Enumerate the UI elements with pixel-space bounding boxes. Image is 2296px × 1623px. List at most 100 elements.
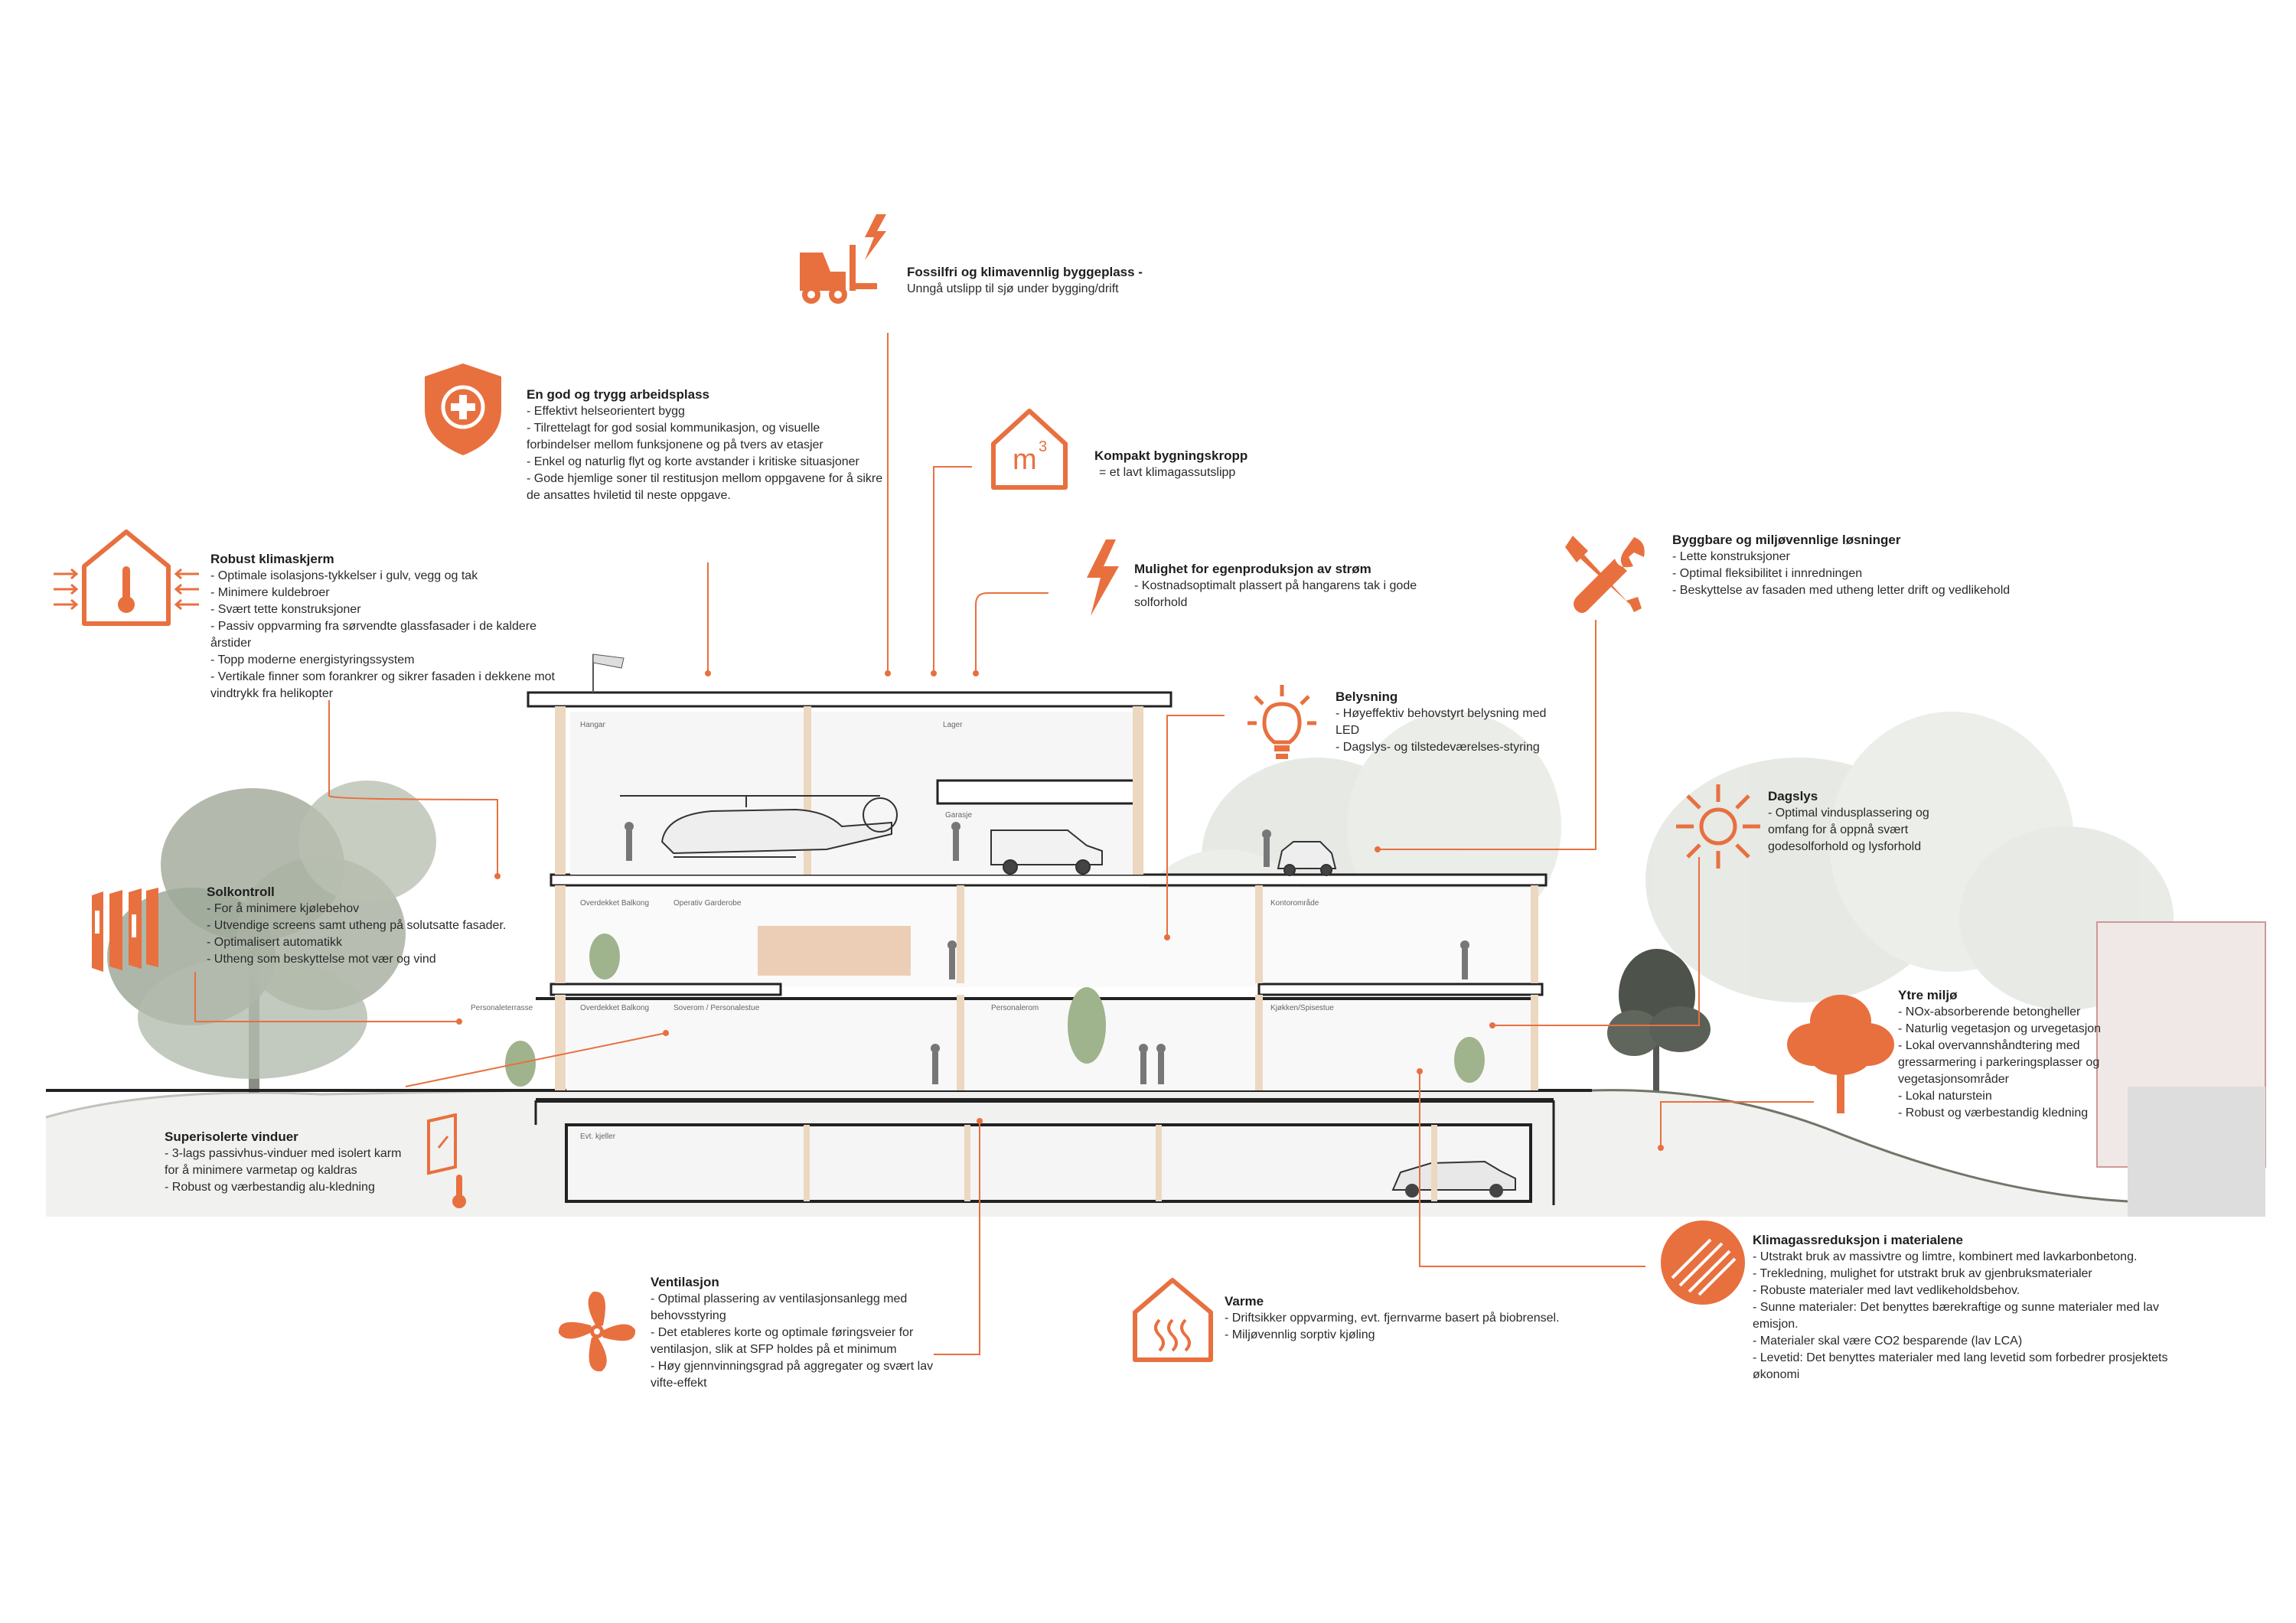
egenproduksjon-title: Mulighet for egenproduksjon av strøm — [1134, 562, 1371, 576]
annotation-vinduer: Superisolerte vinduer 3-lags passivhus-v… — [165, 1129, 417, 1196]
people — [625, 822, 1469, 1084]
byggbare-title: Byggbare og miljøvennlige løsninger — [1672, 533, 1901, 547]
helicopter — [620, 795, 898, 858]
varme-list: Driftsikker oppvarming, evt. fjernvarme … — [1225, 1310, 1638, 1344]
ytre-miljo-item: Lokal naturstein — [1898, 1088, 2143, 1105]
vinduer-item: 3-lags passivhus-vinduer med isolert kar… — [165, 1146, 417, 1179]
label-personalerom: Personalerom — [991, 1004, 1039, 1012]
fossilfri-text: Unngå utslipp til sjø under bygging/drif… — [907, 282, 1119, 295]
annotation-dagslys: Dagslys Optimal vindusplassering og omfa… — [1768, 788, 1959, 855]
arbeidsplass-list: Effektivt helseorientert bygg Tilrettela… — [527, 403, 886, 504]
klimagass-item: Utstrakt bruk av massivtre og limtre, ko… — [1753, 1249, 2181, 1266]
varme-item: Driftsikker oppvarming, evt. fjernvarme … — [1225, 1310, 1638, 1327]
solkontroll-item: For å minimere kjølebehov — [207, 901, 513, 917]
screens-icon — [92, 888, 158, 972]
klimagass-item: Sunne materialer: Det benyttes bærekraft… — [1753, 1299, 2181, 1333]
kompakt-title: Kompakt bygningskropp — [1094, 448, 1248, 463]
belysning-item: Høyeffektiv behovstyrt belysning med LED — [1336, 706, 1565, 739]
dagslys-title: Dagslys — [1768, 789, 1818, 803]
klimagass-item: Trekledning, mulighet for utstrakt bruk … — [1753, 1266, 2181, 1282]
ytre-miljo-item: Lokal overvannshåndtering med gressarmer… — [1898, 1038, 2143, 1088]
robust-item: Svært tette konstruksjoner — [210, 601, 570, 618]
egenproduksjon-item: Kostnadsoptimalt plassert på hangarens t… — [1134, 578, 1471, 611]
house-m3-icon: m 3 — [987, 402, 1071, 494]
arbeidsplass-item: Enkel og naturlig flyt og korte avstande… — [527, 454, 886, 471]
solkontroll-item: Optimalisert automatikk — [207, 934, 513, 951]
ventilasjon-item: Det etableres korte og optimale føringsv… — [651, 1325, 941, 1358]
lightning-icon — [1087, 539, 1119, 616]
vinduer-item: Robust og værbestandig alu-kledning — [165, 1179, 417, 1196]
tools-icon — [1565, 536, 1645, 614]
annotation-ventilasjon: Ventilasjon Optimal plassering av ventil… — [651, 1274, 941, 1392]
arbeidsplass-item: Tilrettelagt for god sosial kommunikasjo… — [527, 420, 886, 454]
ventilasjon-list: Optimal plassering av ventilasjonsanlegg… — [651, 1291, 941, 1392]
label-kjokken: Kjøkken/Spisestue — [1270, 1004, 1334, 1012]
label-kontor: Kontorområde — [1270, 898, 1319, 908]
vinduer-title: Superisolerte vinduer — [165, 1129, 298, 1144]
label-kjeller: Evt. kjeller — [580, 1133, 616, 1141]
klimagass-item: Materialer skal være CO2 besparende (lav… — [1753, 1333, 2181, 1350]
belysning-title: Belysning — [1336, 689, 1398, 704]
shield-cross-icon — [425, 363, 501, 455]
label-lager: Lager — [943, 721, 963, 729]
arbeidsplass-title: En god og trygg arbeidsplass — [527, 387, 709, 402]
robust-item: Optimale isolasjons-tykkelser i gulv, ve… — [210, 568, 570, 585]
annotation-ytre-miljo: Ytre miljø NOx-absorberende betongheller… — [1898, 987, 2143, 1122]
dagslys-list: Optimal vindusplassering og omfang for å… — [1768, 805, 1959, 855]
klimagass-title: Klimagassreduksjon i materialene — [1753, 1233, 1963, 1247]
annotation-byggbare: Byggbare og miljøvennlige løsninger Lett… — [1672, 532, 2101, 599]
ytre-miljo-item: Naturlig vegetasjon og urvegetasjon — [1898, 1021, 2143, 1038]
ventilasjon-title: Ventilasjon — [651, 1275, 719, 1289]
annotation-robust: Robust klimaskjerm Optimale isolasjons-t… — [210, 551, 570, 702]
annotation-varme: Varme Driftsikker oppvarming, evt. fjern… — [1225, 1293, 1638, 1344]
belysning-list: Høyeffektiv behovstyrt belysning med LED… — [1336, 706, 1565, 756]
annotation-kompakt: Kompakt bygningskropp = et lavt klimagas… — [1094, 448, 1324, 481]
robust-item: Vertikale finner som forankrer og sikrer… — [210, 669, 570, 702]
basement-car — [1391, 1160, 1516, 1198]
car-upper — [1277, 841, 1337, 876]
annotation-solkontroll: Solkontroll For å minimere kjølebehov Ut… — [207, 884, 513, 968]
tree-right-dark — [1607, 949, 1711, 1094]
annotation-arbeidsplass: En god og trygg arbeidsplass Effektivt h… — [527, 386, 886, 504]
label-terrasse: Personaleterrasse — [471, 1004, 533, 1012]
annotation-belysning: Belysning Høyeffektiv behovstyrt belysni… — [1336, 689, 1565, 756]
annotation-egenproduksjon: Mulighet for egenproduksjon av strøm Kos… — [1134, 561, 1471, 611]
varme-title: Varme — [1225, 1294, 1264, 1309]
byggbare-item: Beskyttelse av fasaden med utheng letter… — [1672, 582, 2101, 599]
robust-list: Optimale isolasjons-tykkelser i gulv, ve… — [210, 568, 570, 702]
house-thermometer-icon — [54, 530, 199, 626]
label-balkong-1: Overdekket Balkong — [580, 899, 649, 908]
robust-item: Minimere kuldebroer — [210, 585, 570, 601]
arbeidsplass-item: Gode hjemlige soner til restitusjon mell… — [527, 471, 886, 504]
belysning-item: Dagslys- og tilstedeværelses-styring — [1336, 739, 1565, 756]
klimagass-item: Levetid: Det benyttes materialer med lan… — [1753, 1350, 2181, 1383]
arbeidsplass-item: Effektivt helseorientert bygg — [527, 403, 886, 420]
label-garasje: Garasje — [945, 811, 972, 820]
solkontroll-item: Utheng som beskyttelse mot vær og vind — [207, 951, 513, 968]
fossilfri-title: Fossilfri og klimavennlig byggeplass - — [907, 265, 1143, 279]
solkontroll-item: Utvendige screens samt utheng på solutsa… — [207, 917, 513, 934]
window-thermometer-icon — [427, 1113, 466, 1208]
varme-item: Miljøvennlig sorptiv kjøling — [1225, 1327, 1638, 1344]
vinduer-list: 3-lags passivhus-vinduer med isolert kar… — [165, 1146, 417, 1196]
solkontroll-list: For å minimere kjølebehov Utvendige scre… — [207, 901, 513, 968]
robust-title: Robust klimaskjerm — [210, 552, 334, 566]
annotation-fossilfri: Fossilfri og klimavennlig byggeplass - U… — [907, 264, 1198, 298]
label-hangar: Hangar — [580, 721, 605, 729]
windsock — [592, 653, 625, 693]
house-heat-icon — [1133, 1278, 1213, 1362]
leader-lines — [194, 333, 1814, 1355]
m3-text: m — [1013, 444, 1037, 476]
klimagass-item: Robuste materialer med lavt vedlikeholds… — [1753, 1282, 2181, 1299]
klimagass-list: Utstrakt bruk av massivtre og limtre, ko… — [1753, 1249, 2181, 1383]
sun-icon — [1676, 784, 1760, 869]
ytre-miljo-list: NOx-absorberende betongheller Naturlig v… — [1898, 1004, 2143, 1122]
lightbulb-icon — [1247, 685, 1316, 759]
dagslys-item: Optimal vindusplassering og omfang for å… — [1768, 805, 1959, 855]
egenproduksjon-list: Kostnadsoptimalt plassert på hangarens t… — [1134, 578, 1471, 611]
swan-ecolabel-icon — [1661, 1221, 1745, 1305]
timber-columns — [555, 706, 1538, 1201]
ventilasjon-item: Høy gjennvinningsgrad på aggregater og s… — [651, 1358, 941, 1392]
byggbare-list: Lette konstruksjoner Optimal fleksibilit… — [1672, 549, 2101, 599]
label-garderobe: Operativ Garderobe — [673, 899, 742, 908]
